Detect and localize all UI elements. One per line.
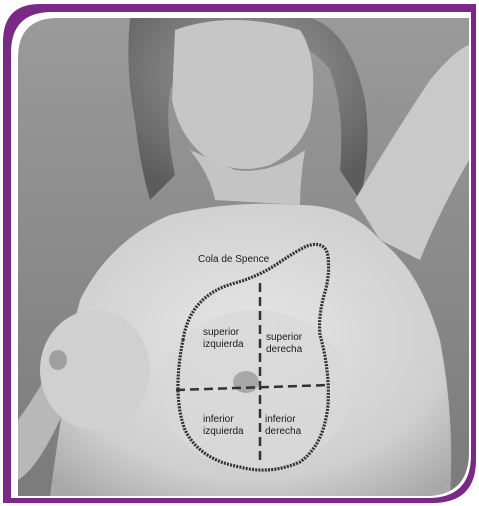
right-nipple [233,371,259,393]
left-breast [40,310,150,430]
left-nipple [49,350,67,370]
label-lower-right: inferior derecha [265,414,301,437]
label-tail: Cola de Spence [198,254,269,266]
label-lower-left: inferior izquierda [203,414,244,437]
label-upper-left: superior izquierda [203,327,244,350]
label-upper-right: superior derecha [266,332,302,355]
